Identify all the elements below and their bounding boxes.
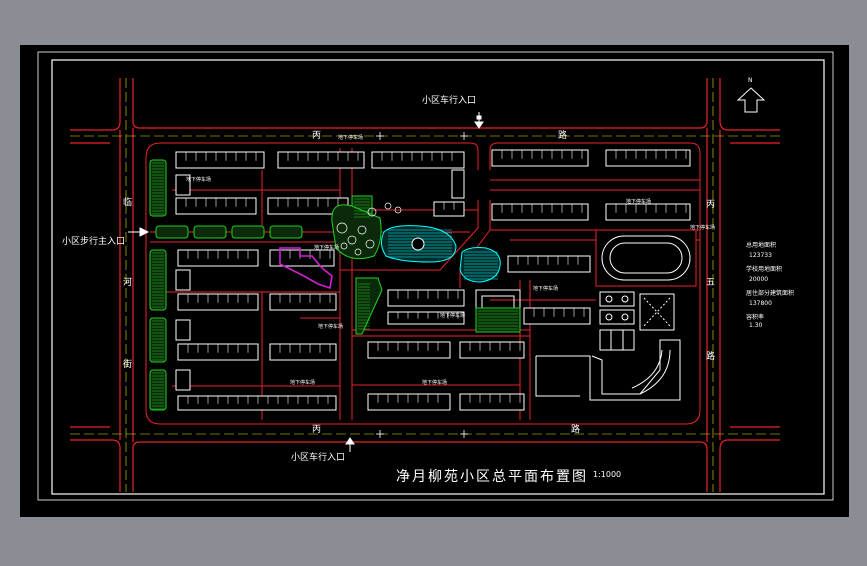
building-tag: 地下停车场 (290, 380, 316, 386)
vehicle-entrance-north-label: 小区车行入口 (422, 96, 477, 106)
building-tag: 地下停车场 (626, 199, 652, 205)
building-tag: 地下停车场 (690, 225, 716, 231)
building-tag: 地下停车场 (318, 324, 344, 330)
drawing-title: 净月柳苑小区总平面布置图 (396, 469, 588, 485)
fountain (411, 237, 425, 251)
building-tag: 地下停车场 (314, 245, 340, 251)
stat-value-1: 20000 (749, 276, 769, 283)
road-label-bottom-right: 路 (571, 425, 581, 435)
sheet-border-inner (51, 59, 825, 495)
road-label-bottom-left: 丙 (312, 425, 322, 435)
north-label: N (748, 77, 753, 84)
road-centerlines (70, 78, 780, 492)
stat-label-3: 容积率 (746, 314, 765, 321)
road-cross-marks (376, 132, 468, 438)
drawing-scale: 1:1000 (593, 470, 622, 479)
green-hatching (152, 162, 518, 410)
road-label-right-3: 路 (706, 352, 716, 362)
road-label-left-1: 临 (123, 198, 133, 208)
stat-label-1: 学校用地面积 (746, 266, 783, 273)
garden-trees (336, 202, 402, 256)
building-tag: 地下停车场 (440, 313, 466, 319)
drawing-sheet (20, 45, 849, 517)
stat-value-3: 1.30 (749, 322, 763, 329)
pedestrian-entrance-label: 小区步行主入口 (62, 237, 126, 247)
road-label-left-3: 街 (123, 360, 133, 370)
building-tag: 地下停车场 (338, 135, 364, 141)
entrance-arrows (128, 112, 484, 452)
north-arrow (736, 87, 766, 113)
community-center-building (279, 247, 333, 290)
stat-value-0: 123733 (749, 252, 772, 259)
building-tag: 地下停车场 (533, 286, 559, 292)
building-tag: 地下停车场 (186, 177, 212, 183)
outer-roads (70, 78, 780, 492)
stat-value-2: 137800 (749, 300, 772, 307)
sheet-border-outer (37, 51, 834, 501)
road-label-top-right: 路 (558, 131, 568, 141)
stat-label-2: 居住部分建筑面积 (746, 290, 795, 297)
road-label-right-1: 丙 (706, 200, 716, 210)
stat-label-0: 总用地面积 (746, 242, 777, 249)
road-label-right-2: 五 (706, 278, 716, 288)
building-tag: 地下停车场 (422, 380, 448, 386)
road-label-top-left: 丙 (312, 131, 322, 141)
vehicle-entrance-south-label: 小区车行入口 (291, 453, 346, 463)
road-label-left-2: 河 (123, 278, 133, 288)
